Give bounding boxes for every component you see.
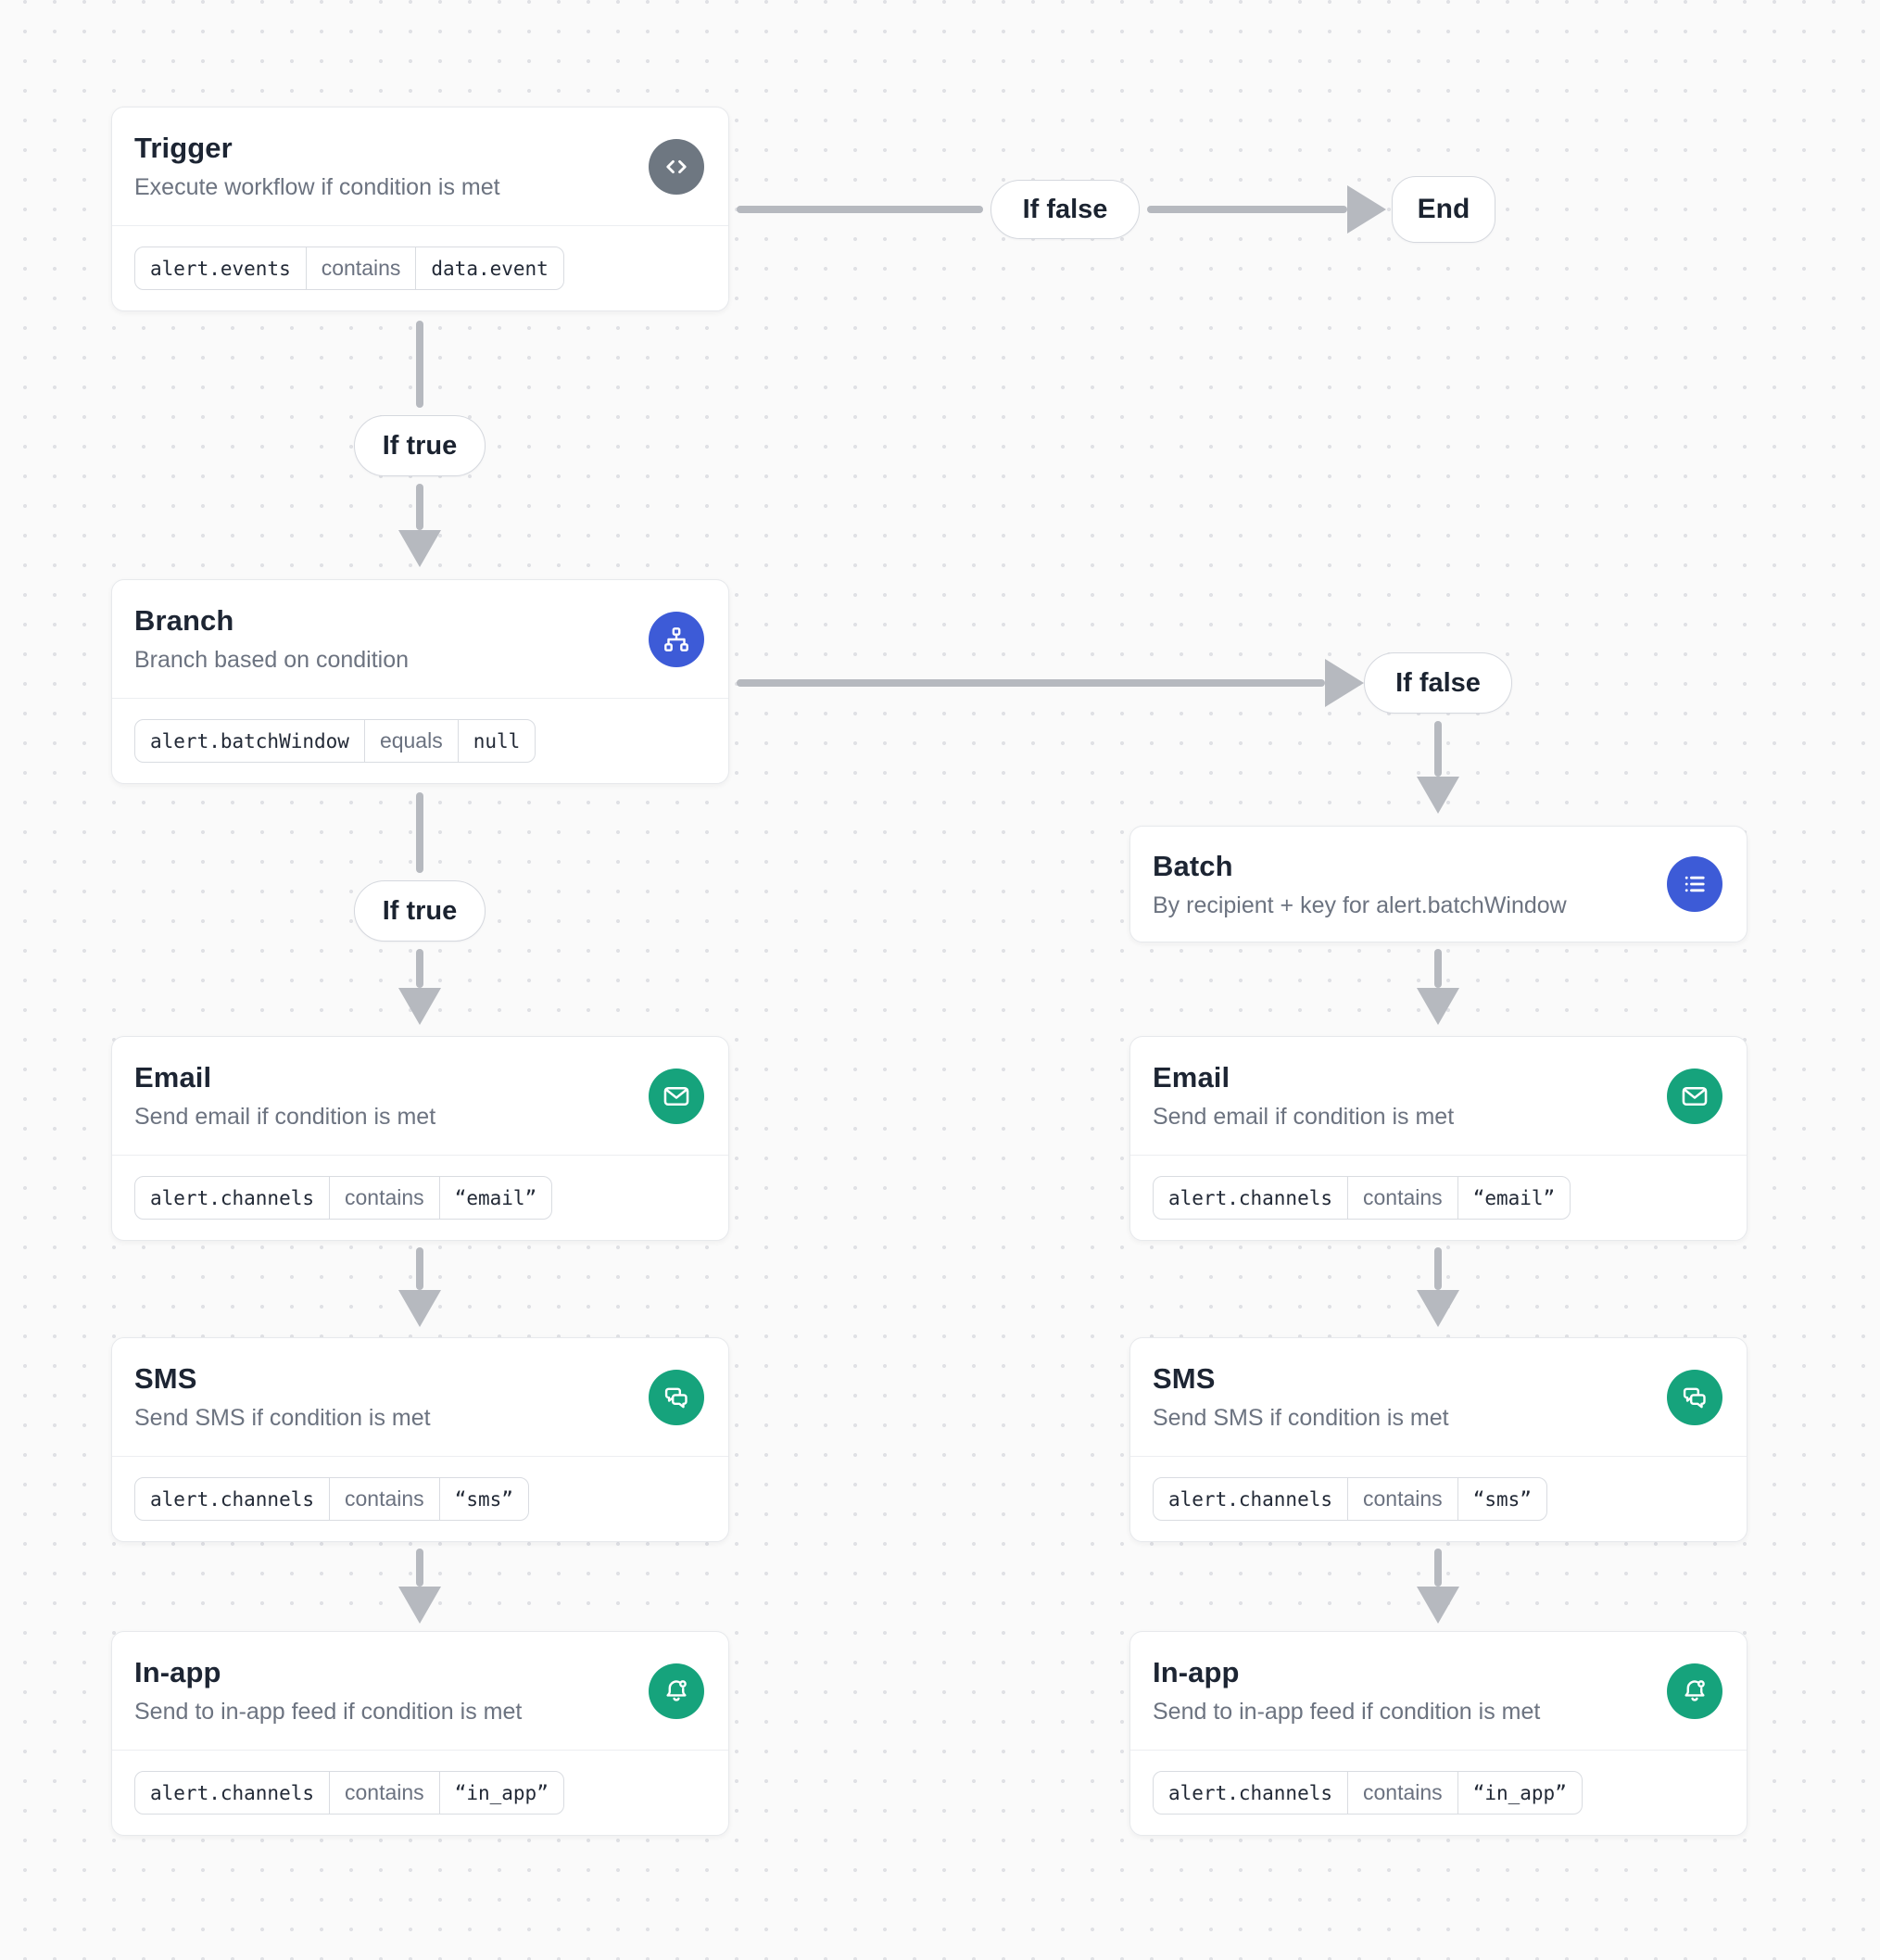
condition-field: alert.channels	[150, 1487, 315, 1511]
condition-pill: alert.channels contains “email”	[134, 1176, 553, 1220]
node-branch[interactable]: Branch Branch based on condition alert.b…	[111, 579, 729, 784]
condition-operator: contains	[305, 247, 416, 289]
node-email-right[interactable]: Email Send email if condition is met ale…	[1129, 1036, 1748, 1241]
condition-value: “in_app”	[1457, 1772, 1582, 1814]
node-title: Trigger	[134, 132, 233, 164]
condition-value: “in_app”	[438, 1772, 563, 1814]
condition-operator: contains	[329, 1772, 439, 1814]
node-subtitle: Send SMS if condition is met	[1153, 1405, 1449, 1431]
chat-icon	[649, 1369, 704, 1425]
node-subtitle: By recipient + key for alert.batchWindow	[1153, 891, 1567, 918]
condition-field: alert.channels	[150, 1186, 315, 1209]
connector-iffalse-end	[1147, 206, 1347, 213]
condition-field: alert.channels	[150, 1781, 315, 1804]
condition-operator: contains	[1347, 1772, 1457, 1814]
chat-icon	[1667, 1369, 1722, 1425]
condition-field: alert.channels	[1168, 1487, 1333, 1511]
node-title: SMS	[134, 1362, 197, 1395]
connector-sms-inapp-right	[1434, 1549, 1442, 1587]
edge-label-if-false: If false	[1364, 652, 1512, 714]
condition-value: data.event	[415, 247, 562, 289]
connector-branch-iftrue	[416, 792, 423, 873]
arrowhead-down-sms-right	[1417, 1290, 1459, 1327]
node-batch[interactable]: Batch By recipient + key for alert.batch…	[1129, 826, 1748, 942]
node-subtitle: Branch based on condition	[134, 647, 410, 673]
node-title: Email	[134, 1061, 212, 1094]
bell-icon	[649, 1663, 704, 1719]
node-subtitle: Execute workflow if condition is met	[134, 174, 500, 200]
condition-value: “sms”	[1457, 1478, 1546, 1520]
connector-email-sms-left	[416, 1247, 423, 1290]
node-subtitle: Send SMS if condition is met	[134, 1405, 431, 1431]
condition-value: null	[457, 720, 536, 762]
code-icon	[649, 138, 704, 195]
node-title: Email	[1153, 1061, 1230, 1094]
node-sms-right[interactable]: SMS Send SMS if condition is met alert.c…	[1129, 1337, 1748, 1542]
edge-label-if-true: If true	[354, 415, 486, 476]
node-subtitle: Send to in-app feed if condition is met	[1153, 1699, 1541, 1725]
condition-field: alert.events	[150, 257, 291, 280]
condition-operator: contains	[329, 1478, 439, 1520]
arrowhead-down-inapp-left	[398, 1587, 441, 1624]
condition-pill: alert.channels contains “in_app”	[1153, 1771, 1583, 1815]
condition-operator: contains	[1347, 1177, 1457, 1219]
edge-label-if-false: If false	[990, 180, 1140, 239]
condition-operator: contains	[329, 1177, 439, 1219]
condition-operator: equals	[363, 720, 458, 762]
condition-pill: alert.channels contains “sms”	[134, 1477, 529, 1521]
arrowhead-right-iffalse	[1325, 659, 1364, 707]
node-email-left[interactable]: Email Send email if condition is met ale…	[111, 1036, 729, 1241]
condition-pill: alert.events contains data.event	[134, 247, 564, 290]
connector-trigger-iffalse	[737, 206, 983, 213]
node-subtitle: Send email if condition is met	[134, 1104, 436, 1130]
condition-pill: alert.channels contains “in_app”	[134, 1771, 564, 1815]
list-icon	[1667, 856, 1722, 912]
connector-branch-iffalse	[737, 679, 1325, 687]
arrowhead-down-sms-left	[398, 1290, 441, 1327]
arrowhead-down-email-right	[1417, 988, 1459, 1025]
arrowhead-down-branch	[398, 530, 441, 567]
connector-sms-inapp-left	[416, 1549, 423, 1587]
connector-iftrue-email	[416, 949, 423, 988]
connector-trigger-iftrue	[416, 321, 423, 408]
branch-icon	[649, 611, 704, 667]
condition-value: “email”	[1457, 1177, 1571, 1219]
node-title: In-app	[1153, 1656, 1240, 1688]
condition-field: alert.channels	[1168, 1781, 1333, 1804]
connector-email-sms-right	[1434, 1247, 1442, 1290]
condition-pill: alert.channels contains “sms”	[1153, 1477, 1547, 1521]
node-subtitle: Send to in-app feed if condition is met	[134, 1699, 523, 1725]
condition-pill: alert.batchWindow equals null	[134, 719, 536, 763]
condition-operator: contains	[1347, 1478, 1457, 1520]
condition-value: “email”	[438, 1177, 552, 1219]
node-title: Branch	[134, 604, 234, 637]
arrowhead-down-batch	[1417, 777, 1459, 814]
end-node[interactable]: End	[1392, 176, 1495, 243]
node-trigger[interactable]: Trigger Execute workflow if condition is…	[111, 107, 729, 311]
arrowhead-right-end	[1347, 185, 1386, 234]
condition-field: alert.channels	[1168, 1186, 1333, 1209]
node-sms-left[interactable]: SMS Send SMS if condition is met alert.c…	[111, 1337, 729, 1542]
arrowhead-down-inapp-right	[1417, 1587, 1459, 1624]
email-icon	[649, 1068, 704, 1124]
condition-field: alert.batchWindow	[150, 729, 349, 752]
node-inapp-left[interactable]: In-app Send to in-app feed if condition …	[111, 1631, 729, 1836]
condition-value: “sms”	[438, 1478, 528, 1520]
connector-iffalse-batch	[1434, 721, 1442, 777]
node-title: In-app	[134, 1656, 221, 1688]
email-icon	[1667, 1068, 1722, 1124]
node-title: SMS	[1153, 1362, 1216, 1395]
node-subtitle: Send email if condition is met	[1153, 1104, 1455, 1130]
connector-iftrue-branch	[416, 484, 423, 530]
node-title: Batch	[1153, 849, 1233, 882]
bell-icon	[1667, 1663, 1722, 1719]
edge-label-if-true: If true	[354, 880, 486, 942]
node-inapp-right[interactable]: In-app Send to in-app feed if condition …	[1129, 1631, 1748, 1836]
condition-pill: alert.channels contains “email”	[1153, 1176, 1571, 1220]
arrowhead-down-email-left	[398, 988, 441, 1025]
connector-batch-email	[1434, 949, 1442, 988]
